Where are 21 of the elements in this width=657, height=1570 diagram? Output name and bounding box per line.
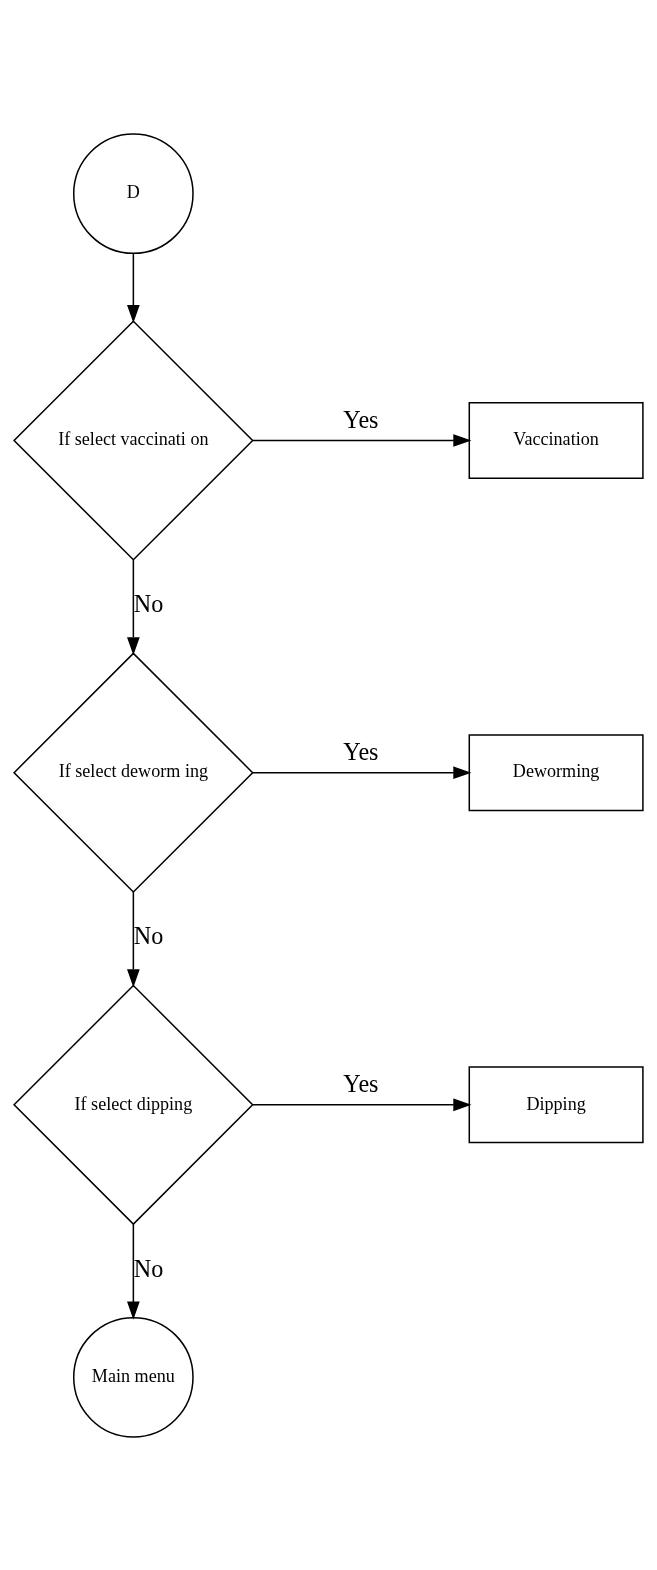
arrow (127, 252, 140, 323)
edge-label: Yes (343, 1069, 379, 1097)
arrow (127, 890, 140, 987)
node-diamond: If select vaccinati on (13, 319, 254, 561)
node-diamond: If select deworm ing (13, 651, 254, 893)
arrow (127, 558, 140, 655)
arrow (252, 433, 472, 447)
node-circle: Main menu (72, 1316, 194, 1438)
edge-label: No (133, 589, 164, 617)
node-box: Dipping (468, 1065, 644, 1143)
node-diamond: If select dipping (13, 983, 254, 1225)
edge-label: No (133, 1254, 164, 1282)
node-circle: D (72, 132, 194, 254)
node-box: Vaccination (468, 401, 644, 479)
arrow (252, 765, 472, 779)
edge-label: No (133, 921, 164, 949)
node-box: Deworming (468, 733, 644, 811)
edge-label: Yes (343, 737, 379, 765)
arrow (252, 1097, 472, 1111)
arrow (127, 1222, 140, 1320)
edge-label: Yes (343, 405, 379, 433)
